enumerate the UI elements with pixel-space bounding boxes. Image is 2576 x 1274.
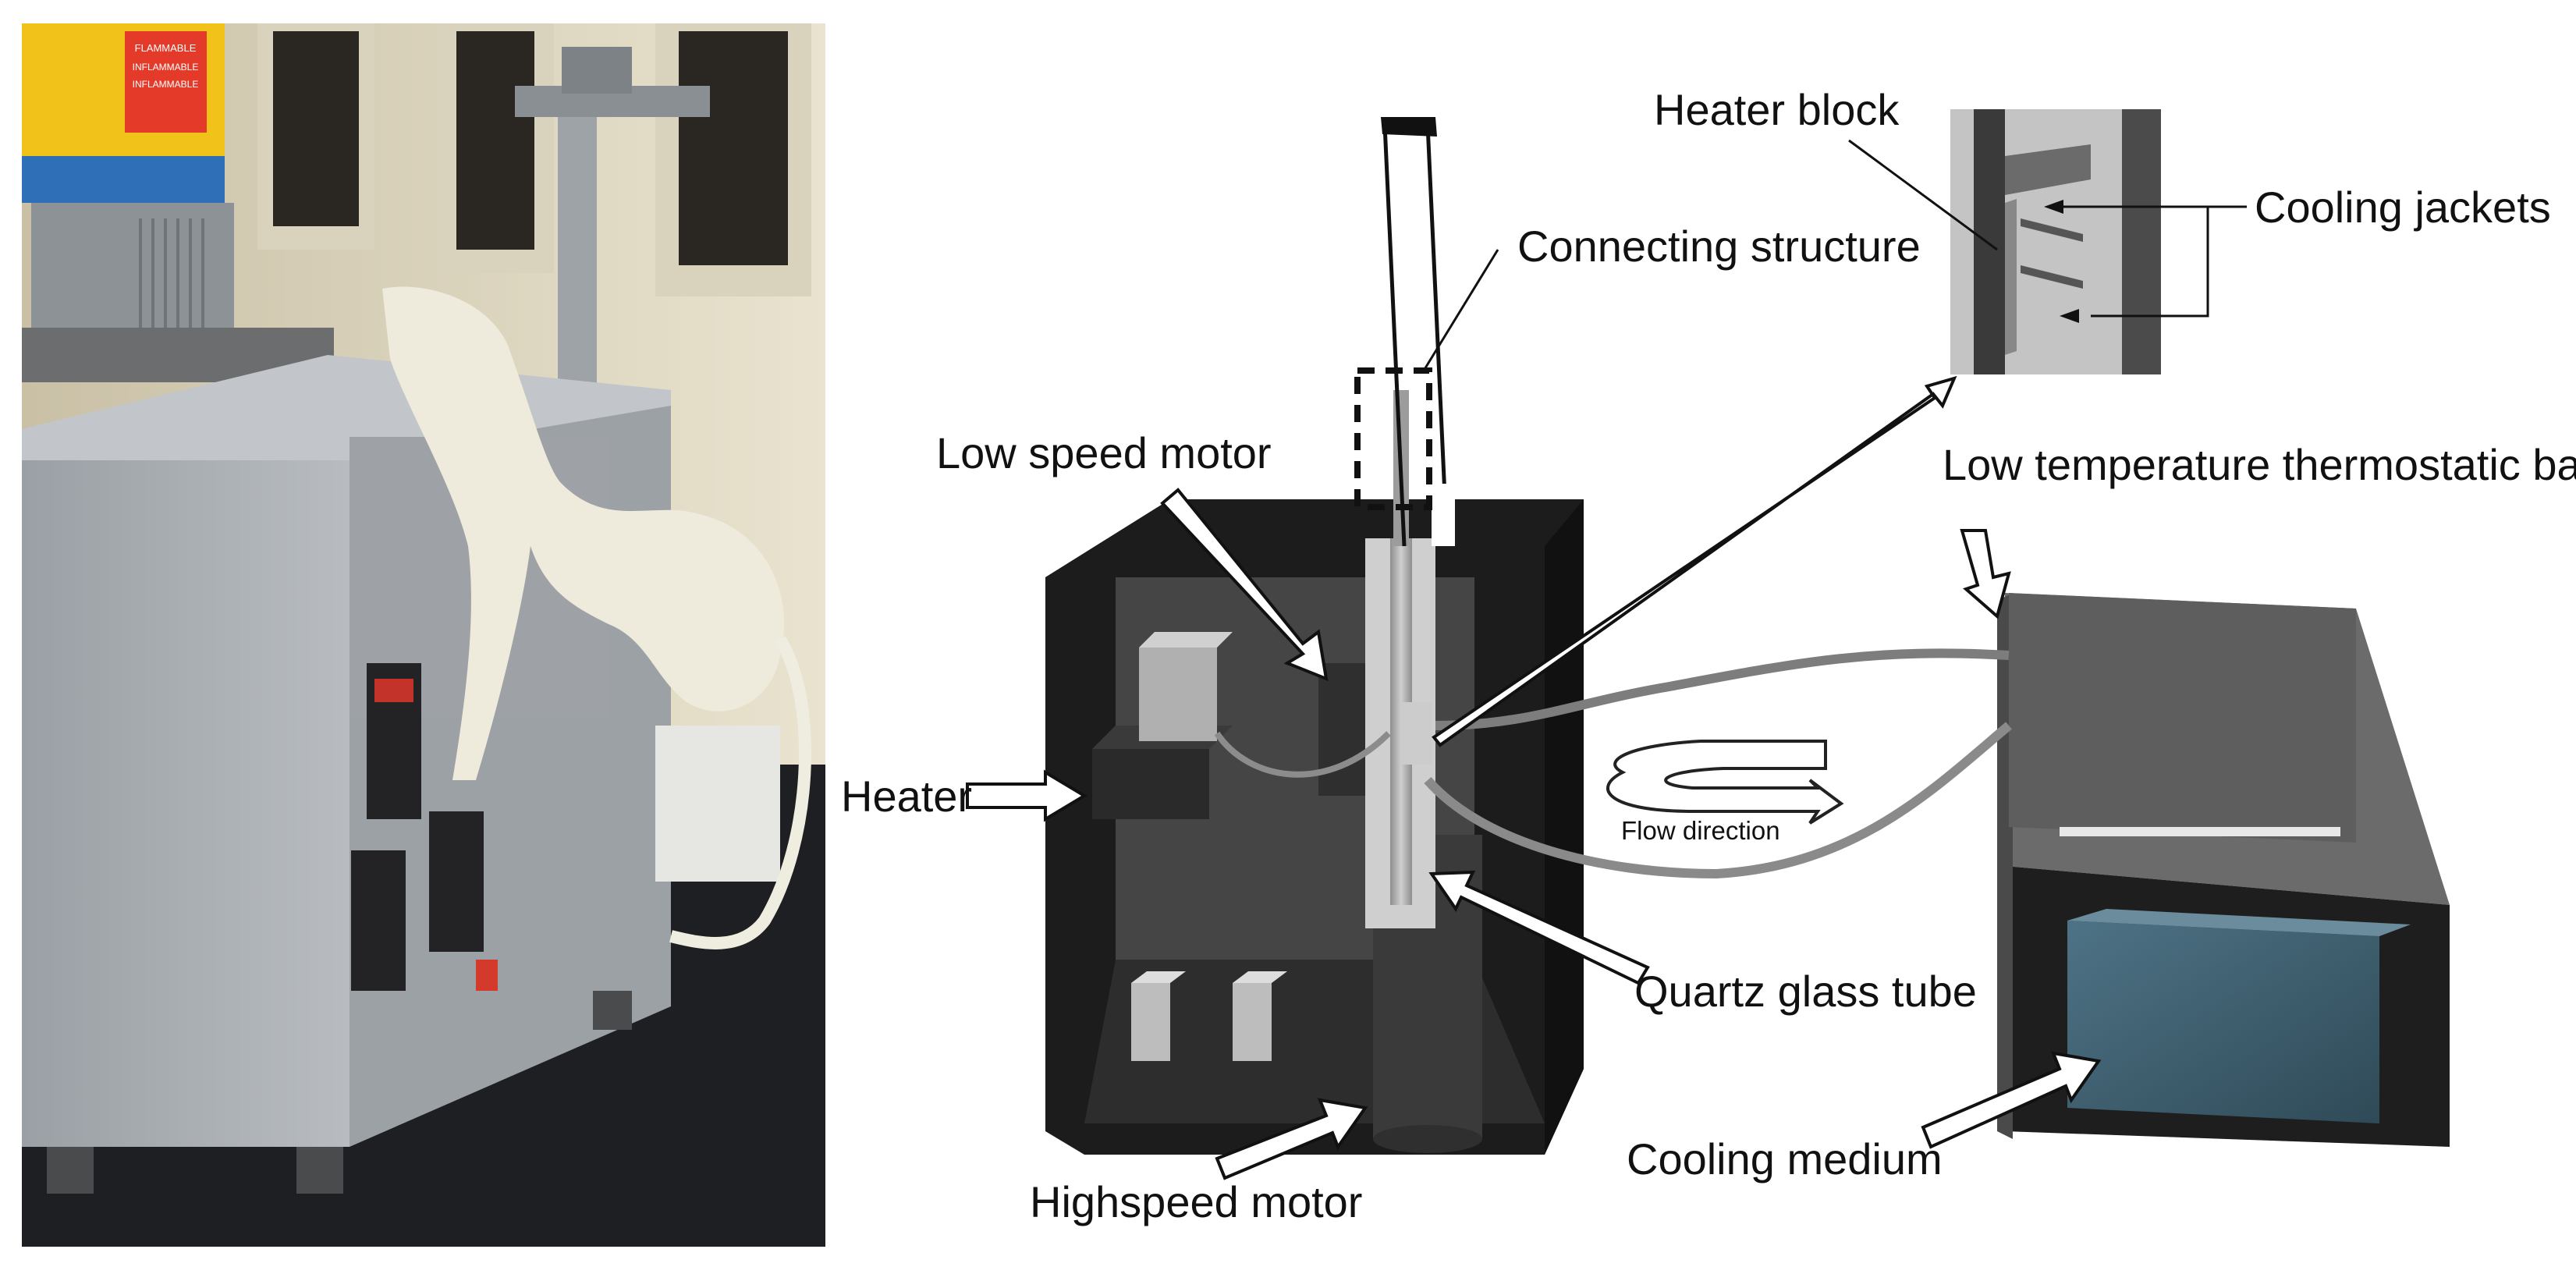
cooling-medium-arrow: [1921, 1051, 2102, 1149]
label-heater-block: Heater block: [1654, 85, 1900, 134]
lab-photo: FLAMMABLE INFLAMMABLE INFLAMMABLE: [22, 23, 825, 1247]
label-flow-direction: Flow direction: [1621, 816, 1780, 845]
control-panel-b: [429, 811, 484, 952]
flow-direction-arrow: [1606, 740, 1844, 825]
connecting-structure-box: [1354, 367, 1432, 510]
furnace-cabinet-front: [22, 460, 349, 1147]
flammable-sign: [125, 31, 207, 133]
quartz-tube-arrow: [1428, 870, 1650, 985]
furnace-right-face: [1545, 499, 1584, 1155]
stand-pole: [558, 94, 597, 390]
zoom-arrow: [1432, 375, 1957, 747]
bath-arrow: [1960, 529, 2011, 619]
small-instrument: [655, 726, 780, 882]
heater-left-front: [1092, 749, 1209, 819]
flammable-sign-line-1: FLAMMABLE: [135, 42, 197, 54]
bath-lid: [2009, 593, 2356, 843]
flammable-sign-line-2: INFLAMMABLE: [133, 62, 199, 73]
low-speed-motor-arrow: [1160, 488, 1329, 682]
power-switch: [476, 960, 498, 991]
control-panel-a: [351, 850, 406, 991]
label-highspeed-motor: Highspeed motor: [1030, 1177, 1362, 1226]
label-low-temp-bath: Low temperature thermostatic bath: [1943, 440, 2576, 489]
hose-upper: [1435, 648, 2010, 730]
apparatus-diagram: Heater block Connecting structure Coolin…: [841, 85, 2576, 1226]
grey-chiller: [31, 203, 234, 351]
suspension-rod: [1382, 124, 1407, 547]
insulation-wrap: [382, 286, 785, 781]
flammable-sign-line-3: INFLAMMABLE: [133, 79, 199, 90]
heater-block-inset: [1950, 109, 2161, 374]
label-low-speed-motor: Low speed motor: [936, 428, 1272, 477]
hose-lower: [1424, 722, 2012, 879]
label-cooling-medium: Cooling medium: [1627, 1134, 1943, 1184]
heater-left-top: [1139, 648, 1217, 741]
hose-left: [1214, 731, 1391, 778]
label-heater: Heater: [841, 772, 972, 821]
cooling-medium-tank: [2067, 921, 2379, 1123]
label-cooling-jackets: Cooling jackets: [2255, 183, 2551, 232]
heater-arrow: [966, 769, 1088, 822]
label-quartz-glass-tube: Quartz glass tube: [1634, 967, 1977, 1016]
highspeed-motor-arrow: [1215, 1098, 1368, 1180]
blue-device: [22, 156, 225, 203]
label-connecting-structure: Connecting structure: [1517, 222, 1921, 271]
